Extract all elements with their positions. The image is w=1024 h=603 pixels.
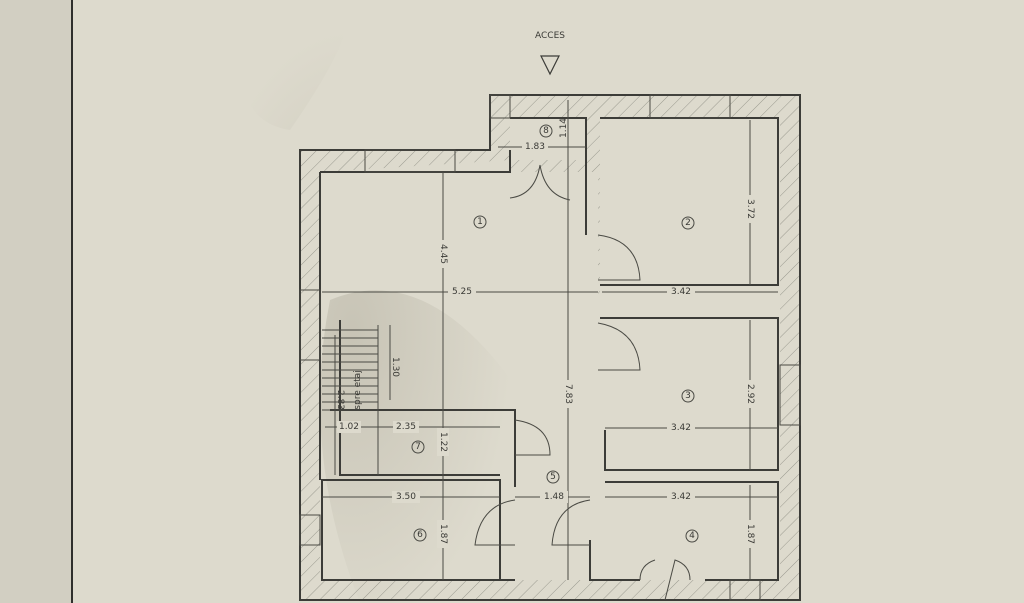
room-1-label: 1 [477, 217, 483, 227]
room-4-label: 4 [689, 531, 695, 541]
room-3-label: 3 [685, 391, 691, 401]
dim-room2-width: 3.42 [671, 287, 691, 297]
dim-room3-width: 3.42 [671, 423, 691, 433]
dim-room4-height: 1.87 [745, 524, 755, 544]
dim-room1-width: 5.25 [452, 287, 472, 297]
dim-stairs-width: 1.02 [339, 422, 359, 432]
dim-room6-height: 1.87 [438, 524, 448, 544]
dim-stairs-total: 2.83 [335, 390, 345, 410]
dim-room1-height: 4.45 [438, 244, 448, 264]
dim-foyer-depth: 1.14 [559, 118, 569, 138]
dim-room7-width: 2.35 [396, 422, 416, 432]
room-8-label: 8 [543, 126, 549, 136]
stairs-label: spre etaj [353, 370, 363, 409]
window [299, 514, 321, 546]
dim-stairs-height: 1.30 [390, 357, 400, 377]
dim-foyer-width: 1.83 [525, 142, 545, 152]
window [649, 94, 731, 119]
window [779, 364, 801, 426]
dim-room3-height: 2.92 [745, 384, 755, 404]
window [364, 149, 456, 173]
doors [474, 164, 691, 601]
room-markers: 1 2 3 4 5 6 7 8 [411, 124, 699, 543]
room-6-label: 6 [417, 530, 423, 540]
window [729, 579, 761, 601]
dim-room4-width: 3.42 [671, 492, 691, 502]
dimension-labels: 1.83 1.14 4.45 5.25 3.42 3.72 7.83 2.92 … [335, 118, 756, 548]
room-2-label: 2 [685, 218, 691, 228]
dim-room2-height: 3.72 [745, 199, 755, 219]
dim-room7-height: 1.22 [438, 432, 448, 452]
dim-room6-width: 3.50 [396, 492, 416, 502]
shadow [241, 0, 560, 603]
access-arrow-icon [540, 55, 560, 76]
room-7-label: 7 [415, 442, 421, 452]
stairs [322, 325, 379, 475]
walls [299, 94, 801, 601]
window [299, 289, 321, 361]
paper-margin [0, 0, 72, 603]
access-label: ACCES [535, 31, 565, 41]
room-5-label: 5 [550, 472, 556, 482]
dim-hall-width: 1.48 [544, 492, 564, 502]
dim-hall-length: 7.83 [563, 384, 573, 404]
